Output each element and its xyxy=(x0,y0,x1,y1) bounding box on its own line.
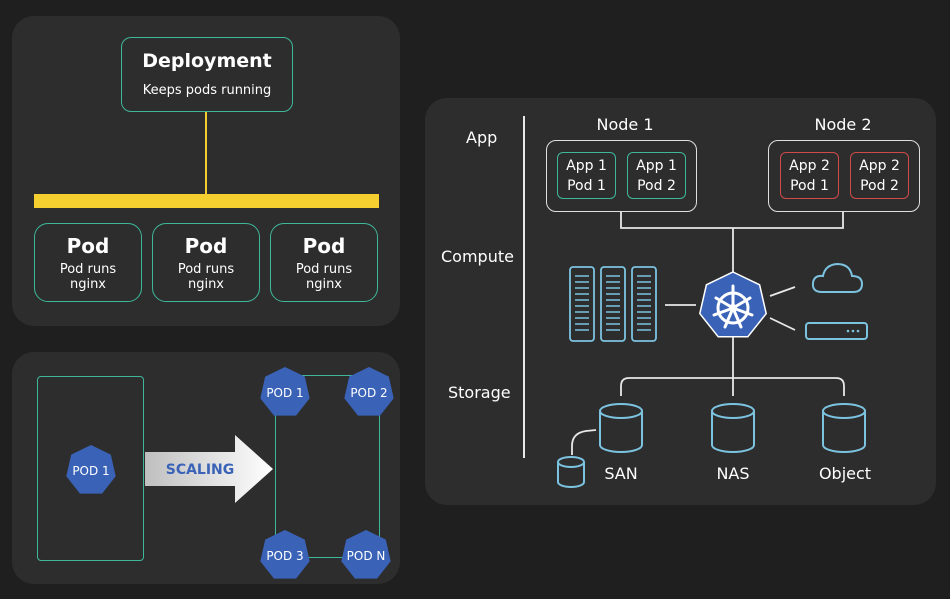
pod-desc-line2: nginx xyxy=(305,277,343,292)
cloud-icon xyxy=(811,262,864,293)
pod-hexagon-3[interactable]: POD 3 xyxy=(259,530,311,582)
storage-label-san: SAN xyxy=(604,464,638,483)
storage-label-object: Object xyxy=(818,464,872,483)
deployment-connector xyxy=(205,112,207,194)
pod-hexagon-label: POD 2 xyxy=(350,386,387,400)
app-pod-label: App 1 xyxy=(566,158,607,174)
pod-hexagon-n[interactable]: POD N xyxy=(340,530,392,582)
node-box-2[interactable] xyxy=(768,140,920,212)
layer-label-storage: Storage xyxy=(448,383,511,402)
app-pod-label: Pod 2 xyxy=(860,178,899,194)
deployment-box[interactable]: Deployment Keeps pods running xyxy=(121,37,293,112)
deployment-bar xyxy=(34,194,379,208)
deployment-subtitle: Keeps pods running xyxy=(142,83,272,98)
pod-title: Pod xyxy=(302,234,346,258)
node-label-2: Node 2 xyxy=(814,115,872,134)
pod-hexagon-label: POD N xyxy=(347,549,386,563)
san-storage-icon[interactable] xyxy=(598,402,646,456)
scaled-node-box xyxy=(275,375,380,558)
pod-box-3[interactable]: Pod Pod runs nginx xyxy=(270,223,378,302)
pod-desc-line1: Pod runs xyxy=(295,262,353,277)
nas-storage-icon[interactable] xyxy=(710,402,758,456)
pod-desc-line1: Pod runs xyxy=(177,262,235,277)
object-storage-icon[interactable] xyxy=(821,402,869,456)
pod-box-2[interactable]: Pod Pod runs nginx xyxy=(152,223,260,302)
pod-hexagon-1[interactable]: POD 1 xyxy=(259,367,311,419)
network-appliance-icon xyxy=(805,322,868,340)
app-pod-box[interactable]: App 1 Pod 1 xyxy=(557,152,616,199)
pod-desc-line1: Pod runs xyxy=(59,262,117,277)
app-pod-label: App 1 xyxy=(636,158,677,174)
kubernetes-icon[interactable] xyxy=(696,270,770,342)
app-pod-box[interactable]: App 2 Pod 2 xyxy=(850,152,909,199)
pod-hexagon-label: POD 1 xyxy=(72,464,109,478)
app-pod-label: Pod 2 xyxy=(637,178,676,194)
pod-desc-line2: nginx xyxy=(187,277,225,292)
app-pod-label: App 2 xyxy=(859,158,900,174)
app-pod-label: App 2 xyxy=(789,158,830,174)
node-box-1[interactable] xyxy=(546,140,697,212)
pod-hexagon-2[interactable]: POD 2 xyxy=(343,367,395,419)
app-pod-box[interactable]: App 1 Pod 2 xyxy=(627,152,686,199)
source-node-box xyxy=(37,376,144,561)
deployment-title: Deployment xyxy=(142,50,272,72)
app-pod-label: Pod 1 xyxy=(567,178,606,194)
scaling-arrow xyxy=(145,435,273,503)
pod-title: Pod xyxy=(184,234,228,258)
node-label-1: Node 1 xyxy=(596,115,654,134)
layer-label-compute: Compute xyxy=(441,247,514,266)
small-storage-icon xyxy=(557,456,585,488)
pod-hexagon-label: POD 3 xyxy=(266,549,303,563)
layer-divider xyxy=(523,116,525,458)
pod-hexagon-source[interactable]: POD 1 xyxy=(65,445,117,497)
scaling-label: SCALING xyxy=(165,462,235,478)
layer-label-app: App xyxy=(466,128,498,147)
pod-title: Pod xyxy=(66,234,110,258)
app-pod-label: Pod 1 xyxy=(790,178,829,194)
server-rack-icon xyxy=(569,266,657,342)
pod-desc-line2: nginx xyxy=(69,277,107,292)
pod-hexagon-label: POD 1 xyxy=(266,386,303,400)
storage-label-nas: NAS xyxy=(716,464,750,483)
pod-box-1[interactable]: Pod Pod runs nginx xyxy=(34,223,142,302)
app-pod-box[interactable]: App 2 Pod 1 xyxy=(780,152,839,199)
